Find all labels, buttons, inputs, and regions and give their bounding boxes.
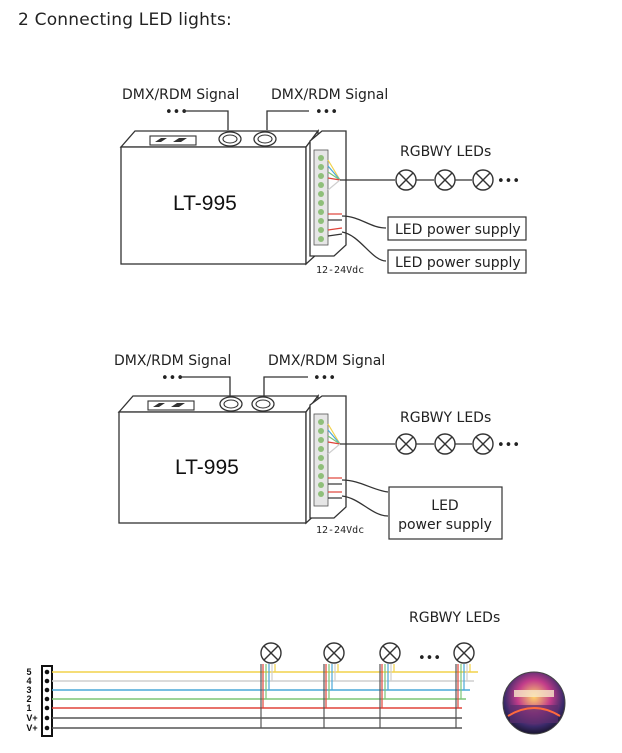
power-supply-label-line1: LED xyxy=(431,498,458,514)
power-supply-label: LED power supply xyxy=(395,255,521,271)
rj45-port-left xyxy=(218,131,242,147)
dmx-signal-label-left: DMX/RDM Signal xyxy=(122,87,239,103)
model-name: LT-995 xyxy=(175,456,239,479)
model-name: LT-995 xyxy=(173,192,237,215)
svg-text:5: 5 xyxy=(26,667,31,677)
lamp-icon xyxy=(472,433,494,455)
signal-cable-left xyxy=(180,376,231,396)
dmx-signal-label-right: DMX/RDM Signal xyxy=(271,87,388,103)
leds-label: RGBWY LEDs xyxy=(400,144,491,160)
power-supply-box xyxy=(387,216,527,241)
dots-left: ••• xyxy=(161,371,184,386)
lamp-continuation-dots: ••• xyxy=(418,651,441,666)
dots-right: ••• xyxy=(315,105,338,120)
rj45-port-right xyxy=(251,396,275,412)
photo-thumbnail xyxy=(502,671,566,735)
signal-cable-left xyxy=(184,110,229,130)
svg-text:V+: V+ xyxy=(26,723,37,733)
rj45-port-right xyxy=(253,131,277,147)
svg-text:3: 3 xyxy=(26,685,31,695)
lamp-icon xyxy=(323,642,345,664)
pin-labels: 5 4 3 2 1 V+ V+ xyxy=(26,667,37,733)
power-supply-label: LED power supply xyxy=(395,222,521,238)
usb-port-icon xyxy=(149,135,197,146)
lamp-continuation-dots: ••• xyxy=(497,438,520,453)
bus-wires xyxy=(52,671,478,729)
voltage-label: 12-24Vdc xyxy=(316,265,364,276)
power-supply-box xyxy=(388,486,503,540)
controller-body xyxy=(118,411,307,524)
output-wires xyxy=(327,159,343,237)
voltage-label: 12-24Vdc xyxy=(316,525,364,536)
leds-label: RGBWY LEDs xyxy=(400,410,491,426)
diagram-2: DMX/RDM Signal DMX/RDM Signal ••• ••• LT… xyxy=(114,353,520,540)
svg-text:4: 4 xyxy=(26,676,31,686)
lamp-icon xyxy=(472,169,494,191)
lamp-icon xyxy=(379,642,401,664)
rj45-port-left xyxy=(219,396,243,412)
lamp-icon xyxy=(395,169,417,191)
svg-text:2: 2 xyxy=(26,694,31,704)
lamp-icon xyxy=(434,169,456,191)
lamp-icon xyxy=(453,642,475,664)
svg-text:V+: V+ xyxy=(26,713,37,723)
lamp-icon xyxy=(260,642,282,664)
diagram-1: DMX/RDM Signal DMX/RDM Signal ••• ••• LT… xyxy=(119,87,527,276)
lamp-icon xyxy=(395,433,417,455)
lamp-icon xyxy=(434,433,456,455)
signal-cable-right xyxy=(263,376,308,396)
leds-label: RGBWY LEDs xyxy=(409,610,500,626)
dots-left: ••• xyxy=(165,105,188,120)
lamp-continuation-dots: ••• xyxy=(497,174,520,189)
usb-port-icon xyxy=(147,400,195,411)
svg-text:1: 1 xyxy=(26,703,31,713)
power-supply-box xyxy=(387,249,527,274)
output-wires xyxy=(327,423,342,499)
diagram-3: RGBWY LEDs 5 4 3 2 1 V+ V+ xyxy=(26,610,566,737)
section-heading: 2 Connecting LED lights: xyxy=(18,10,232,30)
power-supply-label-line2: power supply xyxy=(398,517,492,533)
dmx-signal-label-right: DMX/RDM Signal xyxy=(268,353,385,369)
controller-body xyxy=(120,146,307,265)
dmx-signal-label-left: DMX/RDM Signal xyxy=(114,353,231,369)
dots-right: ••• xyxy=(313,371,336,386)
signal-cable-right xyxy=(266,110,309,130)
